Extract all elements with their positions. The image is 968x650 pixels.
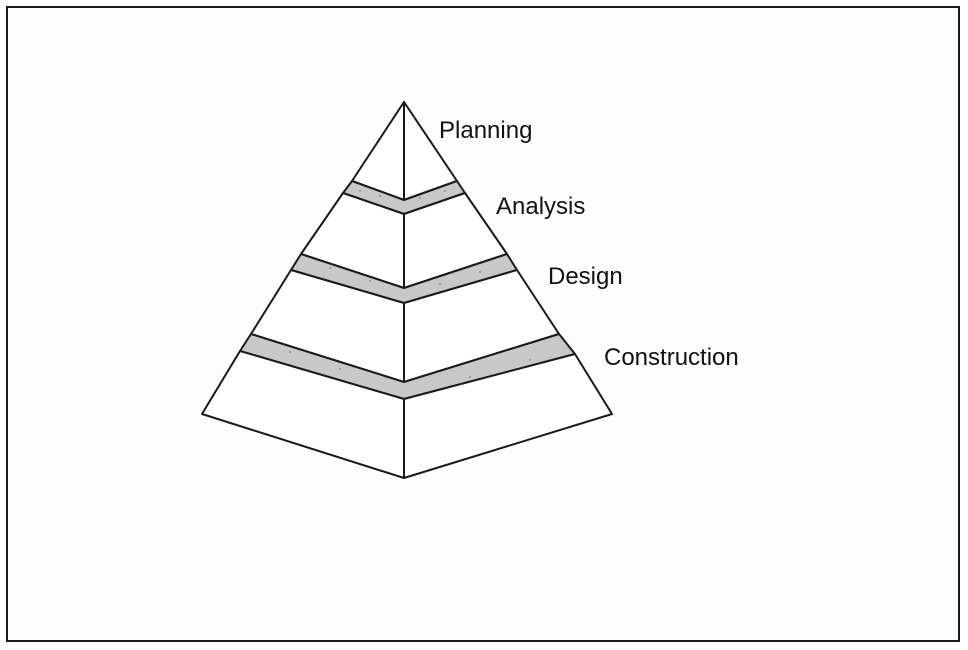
label-construction: Construction: [604, 344, 739, 371]
tier-design: [250, 269, 560, 383]
tier-construction: [201, 350, 613, 479]
label-design: Design: [548, 263, 623, 290]
band-texture: [288, 190, 531, 379]
label-planning: Planning: [439, 117, 533, 144]
label-analysis: Analysis: [496, 193, 586, 220]
